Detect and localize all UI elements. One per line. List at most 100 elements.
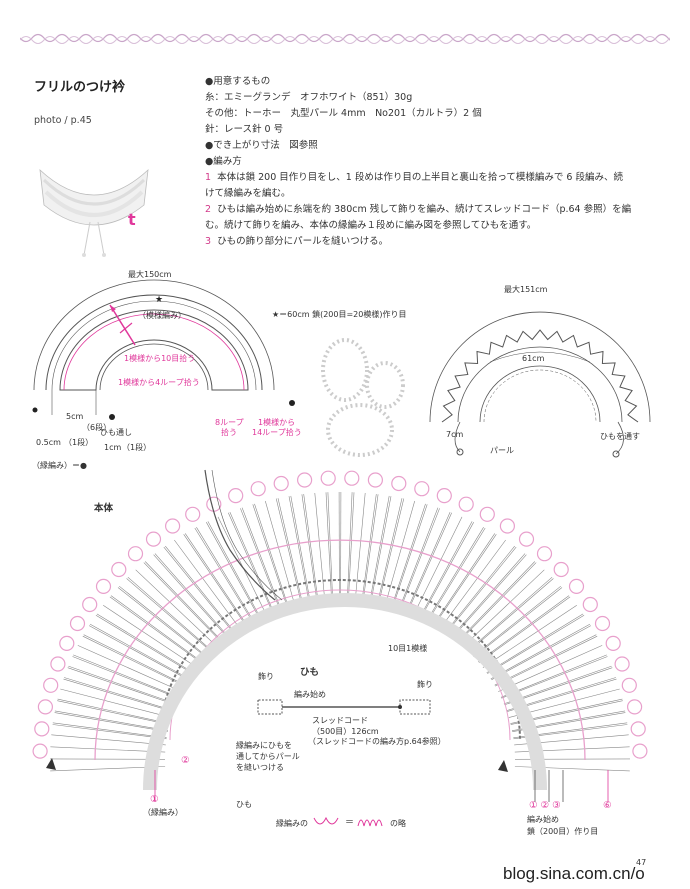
lace-stitch: [95, 615, 193, 674]
pick-14-label-1: 1模様から: [258, 418, 296, 427]
pick-10-label: 1模様から10目拾う: [124, 354, 196, 363]
lace-stitch: [473, 587, 563, 658]
lace-stitch: [314, 492, 326, 601]
method-step: む。続けて飾りを編み、本体の縁編み１段めに編み図を参照してひもを通す。: [205, 220, 537, 231]
lace-stitch: [57, 700, 170, 725]
edge-scallop: [536, 546, 553, 562]
pearl-label: パール: [490, 446, 514, 455]
lace-stitch: [290, 495, 311, 603]
lace-stitch: [206, 522, 260, 619]
star-note: ★＝60cm 鎖(200目=20模様)作り目: [272, 310, 407, 319]
lace-stitch: [327, 492, 333, 601]
photo-tag: t: [128, 210, 136, 229]
lace-stitch: [473, 585, 561, 657]
right-size-diagram: [429, 311, 651, 458]
lace-stitch: [229, 511, 274, 613]
lace-stitch: [135, 569, 217, 647]
legend-left: 縁編みの: [276, 819, 308, 828]
materials-line: その他：トーホー 丸型パール 4mm No201（カルトラ）2 個: [205, 108, 482, 119]
edge-scallop: [436, 487, 452, 504]
edge-scallop: [367, 472, 383, 488]
himo-label-1: ひも通し: [100, 428, 132, 437]
lace-stitch: [427, 527, 486, 622]
materials-line: 糸：エミーグランデ オフホワイト（851）30g: [205, 92, 413, 103]
lace-stitch: [419, 521, 473, 618]
start-label-1: 編み始め: [527, 815, 559, 824]
edge-scallop: [553, 561, 569, 578]
method-heading: ●編み方: [205, 156, 242, 167]
page-number: 47: [636, 858, 647, 867]
lace-stitch: [228, 512, 273, 613]
pick-4-label: 1模様から4ループ拾う: [118, 378, 200, 387]
lace-stitch: [54, 712, 168, 732]
lace-stitch: [207, 521, 261, 618]
lace-stitch: [467, 576, 553, 652]
legend-right: の略: [390, 819, 406, 828]
lace-stitch: [491, 625, 592, 681]
lace-stitch: [398, 507, 439, 610]
lace-stitch: [254, 503, 289, 608]
edge-scallop: [518, 531, 535, 547]
lace-stitch: [369, 495, 390, 603]
edge-scallop: [43, 677, 59, 693]
lace-stitch: [457, 561, 536, 642]
lace-stitch: [325, 492, 332, 601]
legend-symbols: ＝: [313, 816, 383, 828]
lace-stitch: [174, 539, 241, 629]
instructions: ●用意するもの 糸：エミーグランデ オフホワイト（851）30g その他：トーホ…: [205, 74, 631, 250]
dim-05cm: 0.5cm: [36, 438, 61, 447]
edge-scallop: [273, 475, 289, 492]
lace-stitch: [277, 498, 303, 604]
lace-stitch: [303, 494, 319, 602]
lace-stitch: [406, 511, 451, 613]
lace-stitch: [288, 496, 310, 603]
marker-2: ②: [181, 755, 190, 766]
lace-stitch: [67, 667, 176, 706]
edge-scallop: [630, 721, 646, 737]
lace-stitch: [117, 587, 207, 658]
max-width-label: 最大150cm: [128, 270, 172, 279]
lace-stitch: [354, 492, 366, 601]
start-label-2: 鎖（200目）作り目: [527, 827, 599, 836]
himo-label: ひも: [236, 800, 252, 809]
lace-stitch: [451, 553, 526, 637]
edge-legend: （縁編み）＝●: [32, 461, 87, 470]
kazari-right-label: 飾り: [417, 680, 433, 689]
lace-stitch: [348, 492, 355, 601]
lace-stitch: [57, 698, 170, 724]
edge-scallop: [621, 677, 637, 693]
cord-start-label: 編み始め: [294, 690, 326, 699]
materials-heading: ●用意するもの: [205, 76, 271, 87]
lace-stitch: [60, 688, 172, 718]
lace-stitch: [82, 635, 185, 687]
loop-8-label-2: 拾う: [221, 428, 237, 437]
lace-stitch: [64, 677, 174, 711]
lace-stitch: [265, 500, 296, 606]
edge-scallop: [145, 531, 162, 547]
lace-stitch: [127, 576, 213, 652]
lace-stitch: [494, 634, 597, 686]
cord-illustration: [257, 699, 431, 715]
rows-1: （1段）: [64, 438, 94, 447]
himo-label-2: 1cm: [104, 443, 122, 452]
edge-scallop: [250, 481, 266, 497]
lace-stitch: [51, 734, 166, 746]
lace-stitch: [498, 645, 603, 692]
watermark: blog.sina.com.cn/o: [503, 864, 645, 883]
method-step: 2 ひもは編み始めに糸端を約 380cm 残して飾りを編み、続けてスレッドコード…: [205, 204, 632, 215]
note-line-2: 通してからパール: [236, 752, 300, 761]
lace-stitch: [413, 516, 463, 616]
dim-5cm: 5cm: [66, 412, 84, 421]
edge-scallop: [34, 721, 50, 737]
edge-scallop: [594, 615, 611, 632]
star-mark: ★: [155, 295, 163, 305]
lace-stitch: [407, 512, 452, 613]
thread-label: ひもを通す: [600, 432, 640, 441]
pattern-label: （模様編み）: [138, 311, 186, 320]
lace-stitch: [361, 494, 377, 602]
edge-scallop: [320, 470, 336, 486]
edge-scallop: [95, 578, 112, 594]
lace-stitch: [446, 546, 517, 634]
kazari-left-label: 飾り: [258, 672, 274, 681]
lace-stitch: [63, 678, 174, 712]
